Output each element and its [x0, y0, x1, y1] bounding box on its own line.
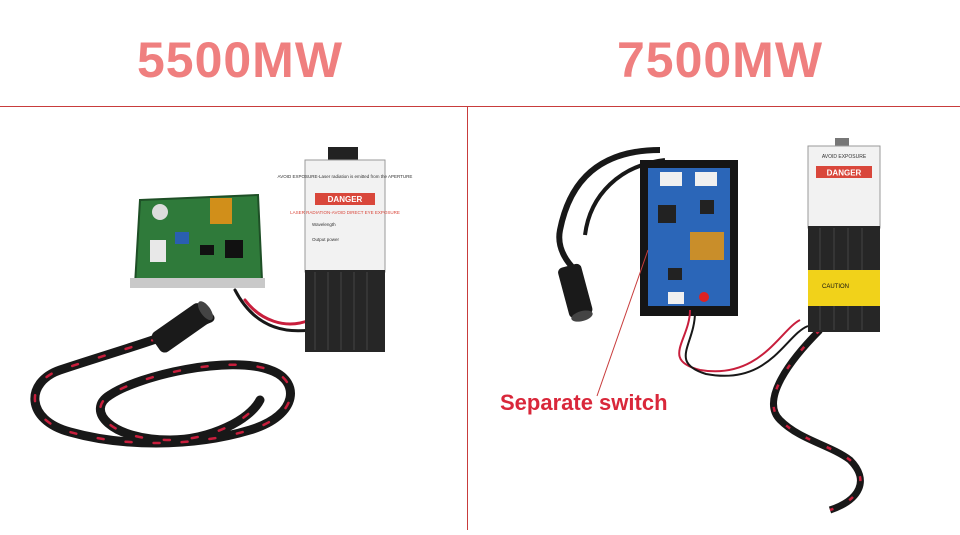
driver-board	[640, 160, 738, 316]
label-warning-text: AVOID EXPOSURE-Laser radiation is emitte…	[278, 174, 413, 179]
vertical-divider	[467, 106, 468, 530]
danger-label: DANGER	[328, 195, 363, 204]
photo-5500mw-illustration: DANGER AVOID EXPOSURE-Laser radiation is…	[30, 147, 413, 448]
power-cable-loop	[30, 288, 312, 448]
horizontal-divider	[0, 106, 960, 107]
barrel-jack	[151, 301, 214, 353]
separate-switch-callout: Separate switch	[500, 390, 668, 415]
radiation-text: LASER RADIATION-AVOID DIRECT EYE EXPOSUR…	[290, 210, 400, 215]
laser-module-head: DANGER AVOID EXPOSURE-Laser radiation is…	[278, 147, 413, 352]
product-photo-5500mw: DANGER AVOID EXPOSURE-Laser radiation is…	[0, 107, 467, 530]
wavelength-label: Wavelength	[312, 222, 336, 227]
label-warning-text: AVOID EXPOSURE	[822, 154, 867, 160]
callout-pointer	[596, 249, 649, 397]
caution-label: CAUTION	[822, 284, 849, 290]
switch-wire	[678, 309, 864, 514]
photo-7500mw-illustration: DANGER AVOID EXPOSURE CAUTION	[556, 138, 881, 514]
product-photo-7500mw: DANGER AVOID EXPOSURE CAUTION	[468, 107, 960, 530]
title-5500mw: 5500MW	[136, 32, 344, 88]
barrel-jack	[558, 263, 593, 322]
title-7500mw: 7500MW	[616, 32, 824, 88]
laser-module-head: DANGER AVOID EXPOSURE CAUTION	[807, 138, 881, 332]
danger-label: DANGER	[827, 169, 862, 178]
driver-board	[130, 193, 265, 288]
power-label: Output power	[312, 237, 340, 242]
